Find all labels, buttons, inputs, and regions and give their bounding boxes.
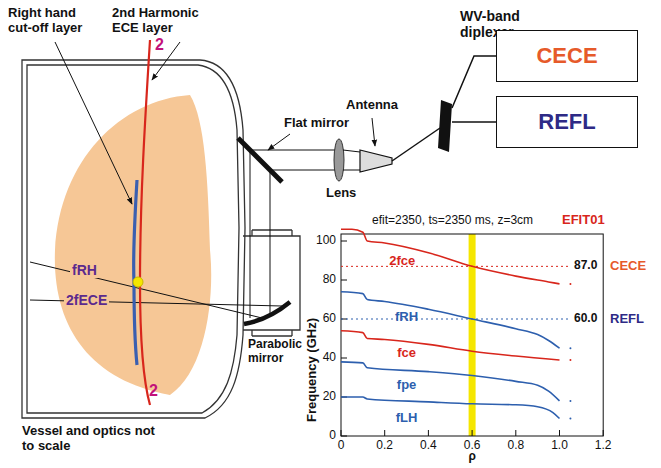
label: Parabolic mirror — [248, 338, 306, 366]
beam — [250, 150, 336, 318]
label: Lens — [326, 186, 356, 201]
tick — [428, 430, 429, 436]
label: 20 — [323, 390, 336, 404]
tick — [384, 430, 385, 436]
tick — [341, 436, 347, 437]
label: Vessel and optics not to scale — [22, 424, 162, 454]
refl-frequency-line — [341, 319, 570, 320]
label: CECE — [610, 259, 646, 274]
cutoff-layer — [134, 180, 137, 365]
frequency-curve — [341, 397, 560, 418]
label: fRH — [395, 310, 418, 325]
label: 0.4 — [420, 439, 437, 453]
frequency-curve — [341, 229, 560, 284]
tick — [341, 358, 347, 359]
label: 60 — [323, 312, 336, 326]
label: fce — [397, 346, 416, 361]
tick — [472, 430, 473, 436]
tick — [341, 241, 347, 242]
label: Right hand cut-off layer — [8, 6, 100, 36]
cece-frequency-line — [341, 266, 570, 267]
plot-frame — [341, 234, 603, 436]
edge-point — [569, 417, 571, 419]
beam — [343, 150, 360, 170]
label: 0.2 — [376, 439, 393, 453]
label: 0.8 — [507, 439, 524, 453]
instrument-box: CECE — [496, 30, 638, 82]
label: EFIT01 — [562, 213, 605, 228]
label: 1.0 — [551, 439, 568, 453]
leader-lines — [55, 42, 375, 204]
label: fpe — [397, 378, 417, 393]
diplexer-body — [438, 100, 452, 152]
label: fRH — [70, 262, 99, 278]
edge-point — [569, 359, 571, 361]
label: Flat mirror — [284, 116, 349, 131]
leader-line — [55, 42, 132, 204]
label: Antenna — [346, 98, 398, 113]
sightline — [30, 262, 262, 318]
connector — [452, 121, 496, 123]
tick — [515, 430, 516, 436]
node-label: REFL — [538, 109, 595, 134]
leader-line — [268, 134, 290, 150]
plasma — [55, 95, 211, 395]
edge-point — [569, 347, 571, 349]
tick — [559, 430, 560, 436]
connector — [452, 56, 496, 108]
label: 100 — [316, 234, 336, 248]
sightlines — [30, 262, 282, 318]
rho-marker — [469, 234, 476, 436]
label: 40 — [323, 351, 336, 365]
frequency-curve — [341, 331, 560, 360]
label: fLH — [396, 411, 418, 426]
node-label: CECE — [536, 43, 597, 68]
label: 60.0 — [574, 312, 597, 326]
label: 0 — [329, 429, 336, 443]
tick — [341, 430, 342, 436]
ece-layer — [140, 40, 150, 405]
antenna-horn — [360, 150, 392, 172]
label: 2nd Harmonic ECE layer — [112, 6, 212, 36]
label: 1.2 — [595, 439, 612, 453]
lens — [334, 139, 344, 181]
label: Frequency (GHz) — [305, 318, 320, 422]
diplexer: WV-band diplexer — [438, 100, 452, 152]
label: 2 — [155, 36, 164, 54]
tick — [603, 430, 604, 436]
label: ρ — [468, 450, 475, 464]
parabolic-mirror — [244, 302, 290, 324]
flat-mirror — [238, 138, 282, 182]
frequency-curve — [341, 362, 560, 401]
edge-point — [569, 283, 571, 285]
label: 80 — [323, 273, 336, 287]
label: 2fce — [389, 253, 415, 268]
diplexer-body — [438, 100, 452, 152]
measurement-point — [133, 277, 143, 287]
edge-point — [569, 400, 571, 402]
vessel-wall — [27, 65, 239, 413]
label: REFL — [610, 312, 644, 327]
label: 2fECE — [64, 292, 109, 308]
waveguide — [392, 128, 440, 161]
label: 87.0 — [574, 259, 597, 273]
vessel-wall — [22, 60, 245, 418]
leader-line — [372, 118, 375, 146]
label: efit=2350, ts=2350 ms, z=3cm — [372, 214, 533, 228]
tick — [341, 280, 347, 281]
label: 2 — [149, 382, 158, 400]
instrument-box: REFL — [496, 96, 638, 148]
label: 0 — [338, 439, 345, 453]
